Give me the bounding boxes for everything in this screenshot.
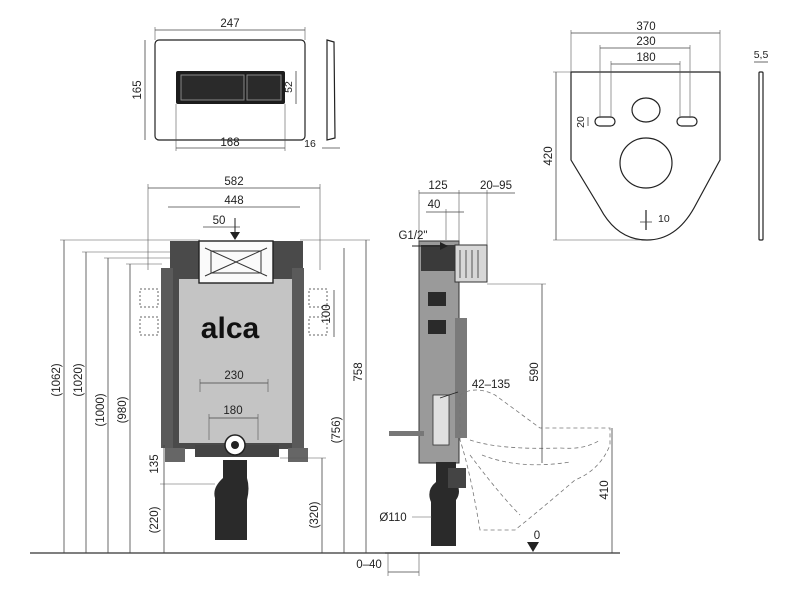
pipe-diameter-label: Ø110	[379, 512, 406, 524]
alca-logo: alca	[201, 312, 260, 345]
height-758-label: 758	[353, 362, 365, 381]
inlet-offset-label: 40	[428, 199, 441, 211]
flush-plate-front-view: 247 165 52 168	[132, 18, 306, 151]
height-590-label: 590	[529, 362, 541, 381]
wall-cover-plate: 370 230 180 420 20 10	[543, 21, 721, 241]
cover-plate-outline	[570, 71, 721, 241]
frame-width-label: 582	[224, 176, 243, 188]
bolt-spacing-230-label: 230	[224, 370, 243, 382]
cover-plate-side-view: 5,5	[754, 49, 769, 241]
height-1020-label: (1020)	[73, 363, 85, 396]
hole-spacing-outer-label: 230	[636, 36, 655, 48]
cover-thickness-label: 5,5	[754, 49, 769, 61]
hole-spacing-inner-label: 180	[636, 52, 655, 64]
height-42-135-label: 42–135	[472, 379, 510, 391]
height-756-label: (756)	[331, 416, 343, 443]
button-height-label: 52	[283, 81, 295, 93]
floor-offset-label: 0–40	[356, 559, 382, 571]
flush-plate-side-view: 16	[304, 39, 340, 150]
height-320-label: (320)	[309, 501, 321, 528]
toilet-bowl-outline	[459, 389, 611, 531]
height-220-label: (220)	[149, 506, 161, 533]
frame-inner-width-label: 448	[224, 195, 243, 207]
cover-height-label: 420	[543, 146, 555, 165]
hole-height-label: 20	[575, 116, 587, 128]
bracket-spacing-label: 100	[321, 304, 333, 323]
height-410-label: 410	[599, 480, 611, 499]
plate-height-label: 165	[132, 80, 144, 99]
height-1062-label: (1062)	[51, 363, 63, 396]
flush-plate-outline	[154, 39, 306, 141]
height-980-label: (980)	[117, 396, 129, 423]
inlet-thread-label: G1/2"	[398, 230, 427, 242]
cover-width-label: 370	[636, 21, 655, 33]
height-1000-label: (1000)	[95, 393, 107, 426]
height-135-label: 135	[149, 454, 161, 473]
plate-width-label: 247	[220, 18, 239, 30]
button-width-label: 168	[220, 137, 239, 149]
frame-side-view: 125 20–95 40 G1/2" 590 42–135 410 Ø110 0…	[356, 180, 620, 576]
frame-front-view: alca 582 448 50 (1062) (1020)	[30, 176, 430, 554]
wall-offset-label: 20–95	[480, 180, 512, 192]
drain-pipe	[214, 460, 249, 540]
side-depth-label: 125	[428, 180, 447, 192]
tank-offset-label: 50	[213, 215, 226, 227]
bolt-spacing-180-label: 180	[223, 405, 242, 417]
slot-width-label: 10	[658, 213, 670, 225]
plate-depth-label: 16	[304, 138, 316, 150]
floor-level-label: 0	[534, 530, 540, 542]
